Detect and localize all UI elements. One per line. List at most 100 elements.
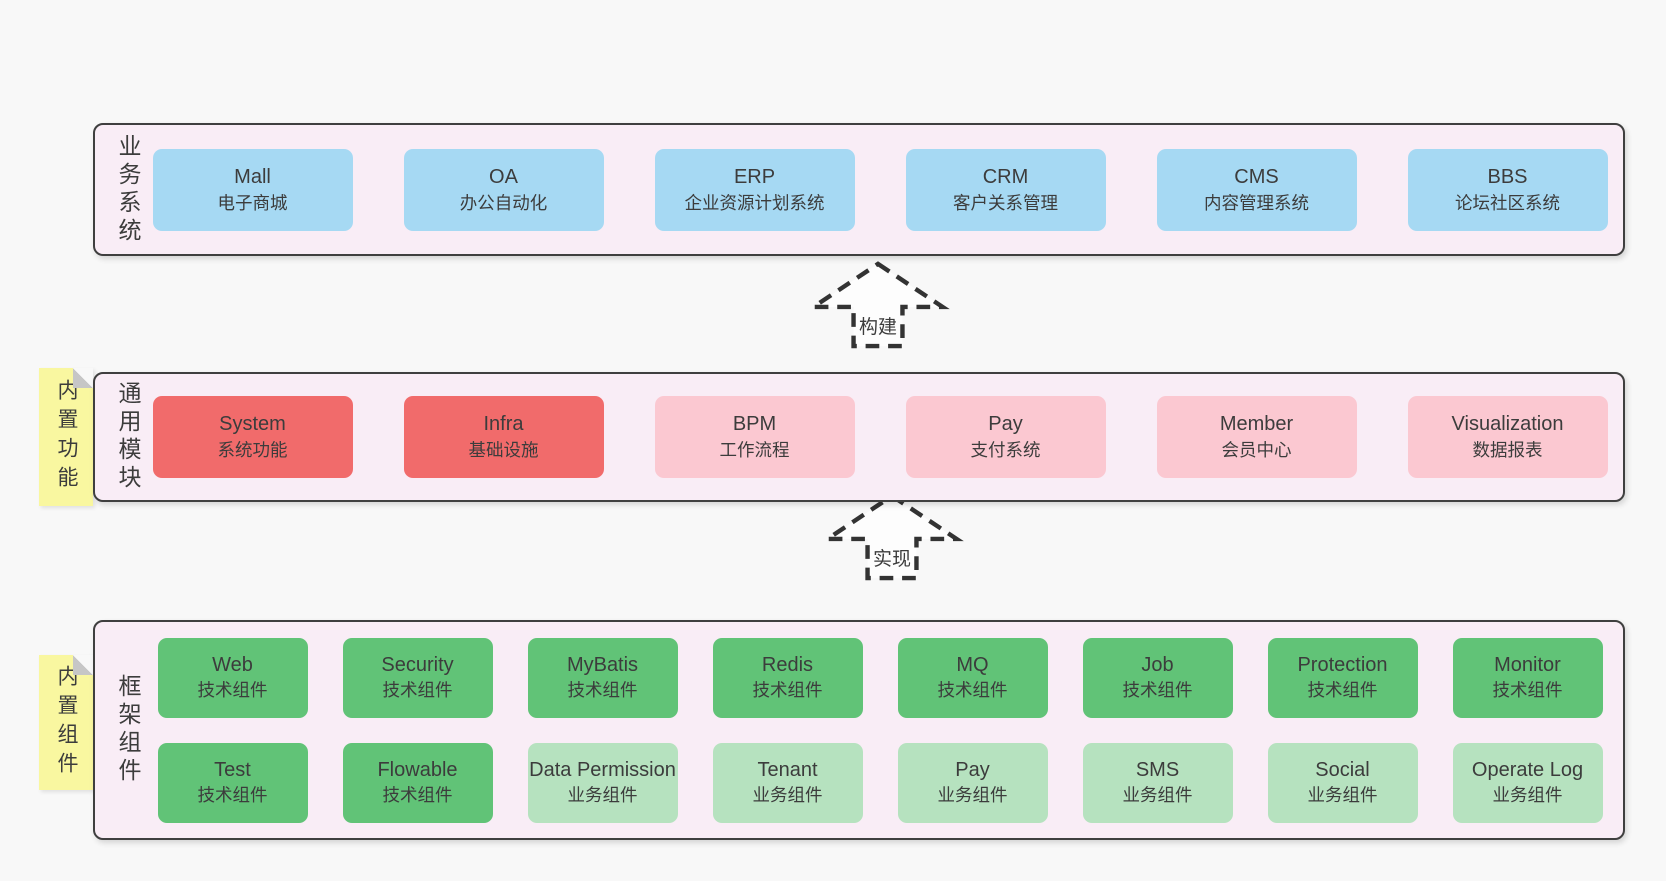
box-subtitle: 技术组件 — [1492, 679, 1563, 700]
box-subtitle: 会员中心 — [1221, 440, 1292, 460]
box-subtitle: 客户关系管理 — [953, 192, 1058, 213]
box-test: Test 技术组件 — [157, 742, 308, 823]
sticky-note-label: 内置组件 — [55, 664, 78, 781]
box-subtitle: 办公自动化 — [459, 192, 548, 213]
box-subtitle: 技术组件 — [937, 679, 1008, 700]
sticky-note-builtin-components: 内置组件 — [39, 655, 93, 790]
box-title: Pay — [988, 413, 1023, 435]
box-job: Job 技术组件 — [1082, 637, 1233, 718]
box-subtitle: 企业资源计划系统 — [684, 192, 825, 213]
box-subtitle: 系统功能 — [217, 440, 288, 460]
box-title: OA — [489, 165, 518, 188]
box-title: BPM — [732, 413, 777, 435]
box-title: MyBatis — [566, 653, 639, 676]
box-social: Social 业务组件 — [1267, 742, 1418, 823]
box-monitor: Monitor 技术组件 — [1452, 637, 1603, 718]
sticky-note-label: 内置功能 — [55, 379, 78, 495]
box-subtitle: 数据报表 — [1472, 440, 1543, 460]
box-title: SMS — [1135, 758, 1180, 781]
box-bbs: BBS 论坛社区系统 — [1407, 148, 1608, 231]
box-web: Web 技术组件 — [157, 637, 308, 718]
section-label-framework-components: 框架组件 — [115, 674, 141, 786]
arrow-build: 构建 — [806, 260, 950, 350]
box-title: Mall — [234, 165, 271, 188]
box-subtitle: 业务组件 — [937, 784, 1008, 805]
box-subtitle: 业务组件 — [1122, 784, 1193, 805]
arrow-build-label: 构建 — [855, 312, 901, 339]
box-title: BBS — [1487, 165, 1528, 188]
box-subtitle: 技术组件 — [1307, 679, 1378, 700]
box-title: Redis — [761, 653, 814, 676]
box-system: System 系统功能 — [152, 396, 353, 478]
box-visualization: Visualization 数据报表 — [1407, 396, 1608, 478]
box-subtitle: 业务组件 — [1307, 784, 1378, 805]
box-title: Flowable — [377, 758, 458, 781]
box-subtitle: 技术组件 — [567, 679, 638, 700]
box-title: Pay — [955, 758, 990, 781]
box-protection: Protection 技术组件 — [1267, 637, 1418, 718]
box-title: Monitor — [1494, 653, 1561, 676]
box-title: Tenant — [757, 758, 818, 781]
arrow-implement-label: 实现 — [869, 544, 915, 571]
box-title: Operate Log — [1471, 758, 1584, 781]
folded-corner-icon — [73, 368, 93, 388]
box-subtitle: 技术组件 — [382, 679, 453, 700]
box-subtitle: 工作流程 — [719, 440, 790, 460]
box-title: System — [219, 413, 286, 435]
box-data-permission: Data Permission 业务组件 — [527, 742, 678, 823]
box-mybatis: MyBatis 技术组件 — [527, 637, 678, 718]
box-oa: OA 办公自动化 — [403, 148, 604, 231]
box-operate-log: Operate Log 业务组件 — [1452, 742, 1603, 823]
box-tenant: Tenant 业务组件 — [712, 742, 863, 823]
box-subtitle: 技术组件 — [197, 679, 268, 700]
box-subtitle: 内容管理系统 — [1204, 192, 1309, 213]
box-subtitle: 业务组件 — [1492, 784, 1563, 805]
box-subtitle: 技术组件 — [197, 784, 268, 805]
box-title: Social — [1315, 758, 1370, 781]
box-title: Job — [1141, 653, 1174, 676]
box-title: Security — [381, 653, 454, 676]
box-title: ERP — [733, 165, 776, 188]
section-label-business-systems: 业务系统 — [115, 133, 141, 246]
box-subtitle: 业务组件 — [752, 784, 823, 805]
box-title: Visualization — [1451, 413, 1564, 435]
box-redis: Redis 技术组件 — [712, 637, 863, 718]
sticky-note-builtin-features: 内置功能 — [39, 368, 93, 506]
box-security: Security 技术组件 — [342, 637, 493, 718]
box-erp: ERP 企业资源计划系统 — [654, 148, 855, 231]
box-subtitle: 基础设施 — [468, 440, 539, 460]
folded-corner-icon — [73, 655, 93, 675]
box-subtitle: 支付系统 — [970, 440, 1041, 460]
box-title: CMS — [1234, 165, 1279, 188]
box-title: Test — [214, 758, 251, 781]
section-common-modules: 通用模块 System 系统功能 Infra 基础设施 BPM 工作流程 Pay 支付系统 Me… — [93, 372, 1625, 502]
box-title: Data Permission — [529, 758, 676, 781]
up-arrow-icon — [820, 493, 964, 581]
box-subtitle: 技术组件 — [1122, 679, 1193, 700]
box-subtitle: 业务组件 — [567, 784, 638, 805]
section-label-common-modules: 通用模块 — [115, 381, 141, 493]
box-title: Web — [212, 653, 253, 676]
box-title: Protection — [1297, 653, 1388, 676]
box-pay: Pay 业务组件 — [897, 742, 1048, 823]
up-arrow-icon — [806, 261, 950, 349]
box-subtitle: 技术组件 — [752, 679, 823, 700]
box-sms: SMS 业务组件 — [1082, 742, 1233, 823]
box-cms: CMS 内容管理系统 — [1156, 148, 1357, 231]
box-title: Infra — [483, 413, 524, 435]
arrow-implement: 实现 — [820, 492, 964, 582]
box-subtitle: 技术组件 — [382, 784, 453, 805]
box-subtitle: 论坛社区系统 — [1455, 192, 1560, 213]
